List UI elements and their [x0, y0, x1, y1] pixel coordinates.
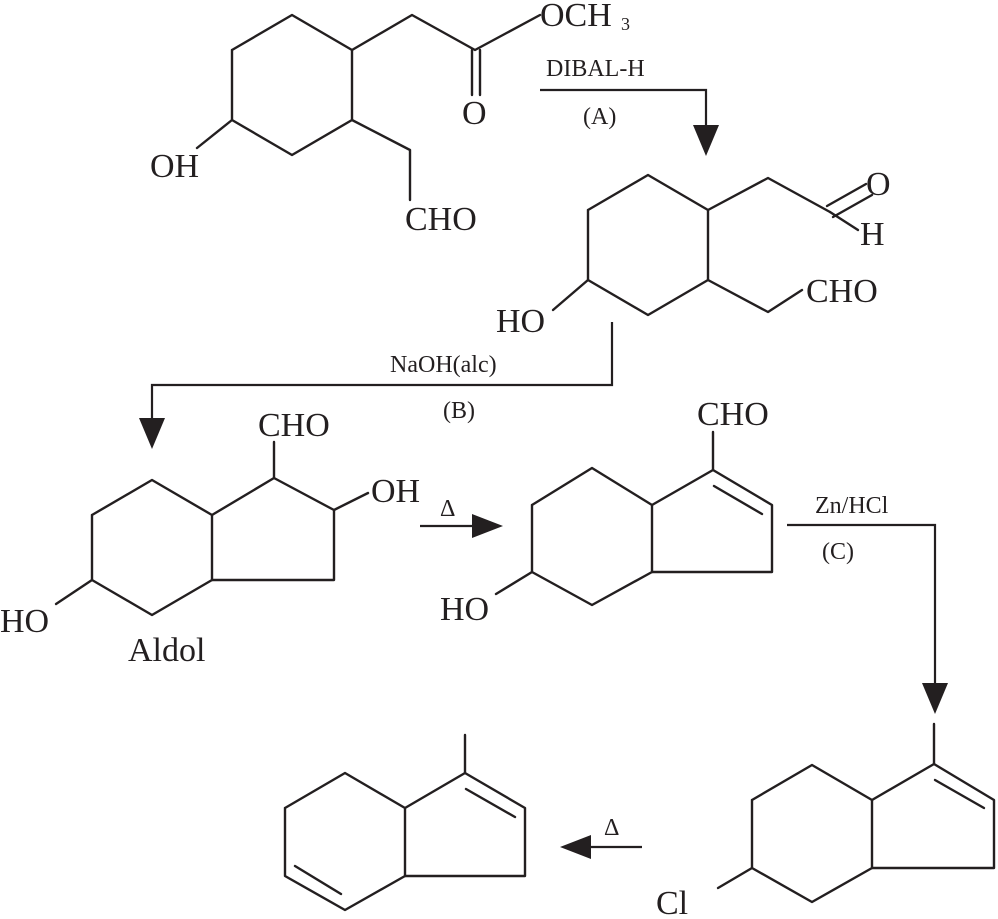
arrow-heat-1: Δ	[420, 496, 503, 538]
cho-label-4: CHO	[697, 396, 769, 433]
chloride-double-bond-inner	[933, 778, 986, 810]
aldehyde-side-chain	[350, 118, 412, 202]
dialdehyde-molecule: O H HO CHO	[496, 166, 891, 340]
starting-ester-molecule: OCH 3 O OH CHO	[150, 0, 630, 238]
heat-label-1: Δ	[440, 496, 455, 522]
aldol-oh-bond	[332, 491, 370, 512]
methoxy-label: OCH	[540, 0, 612, 34]
reagent-b-label: NaOH(alc)	[390, 352, 497, 378]
hydroxyl-bond-1	[195, 118, 234, 150]
product-six-ring	[283, 771, 407, 912]
heat-label-2: Δ	[604, 815, 619, 841]
arrow-a-line	[540, 88, 708, 128]
cho-label-1: CHO	[405, 201, 477, 238]
aldol-molecule: CHO OH HO Aldol	[0, 407, 420, 669]
carbonyl-oxygen-label: O	[462, 95, 487, 132]
arrow-a-head	[693, 125, 719, 156]
aldehyde-co-bond-b	[831, 193, 874, 219]
hydroxyl-label-1: OH	[150, 148, 199, 185]
product-ring-double-bond-inner	[293, 864, 343, 896]
arrow-heat-1-head	[472, 514, 503, 538]
enal-six-ring	[530, 466, 654, 607]
enal-ho-bond	[494, 570, 534, 596]
product-five-ring	[403, 771, 527, 878]
chloride-five-ring	[870, 762, 996, 870]
arrow-step-c: Zn/HCl (C)	[787, 493, 948, 714]
enal-five-ring	[650, 468, 774, 574]
enal-double-bond-inner	[712, 484, 764, 516]
hydroxyl-label-4: HO	[440, 591, 489, 628]
reagent-c-tag: (C)	[822, 539, 854, 565]
aldehyde-chain-2a	[706, 176, 832, 214]
aldehyde-chain-2b	[706, 278, 804, 314]
cho-label-3: CHO	[258, 407, 330, 444]
hydroxyl-bond-2	[551, 278, 590, 312]
arrow-c-line	[787, 523, 937, 685]
enal-molecule: CHO HO	[440, 396, 774, 628]
arrow-b-head	[139, 418, 165, 449]
arrow-c-head	[922, 683, 948, 714]
aldol-caption: Aldol	[128, 632, 205, 669]
aldehyde-co-bond-a	[825, 182, 868, 208]
reagent-c-label: Zn/HCl	[815, 493, 889, 519]
methoxy-subscript: 3	[621, 14, 630, 34]
chlorine-label: Cl	[656, 885, 688, 919]
reagent-b-tag: (B)	[443, 398, 475, 424]
aldol-ho-bond	[54, 578, 94, 606]
arrow-b-line	[150, 322, 614, 420]
arrow-step-b: NaOH(alc) (B)	[139, 322, 614, 449]
aldehyde-ch-bond	[828, 210, 860, 232]
chloride-six-ring	[750, 763, 874, 904]
chloride-cl-bond	[716, 866, 754, 890]
hydroxyl-label-3a: OH	[371, 473, 420, 510]
diene-product-molecule	[283, 733, 527, 912]
aldehyde-hydrogen-label: H	[860, 216, 885, 253]
cyclohexane-ring-2	[586, 173, 710, 317]
arrow-heat-2: Δ	[560, 815, 642, 859]
cho-label-2: CHO	[806, 273, 878, 310]
arrow-heat-2-head	[560, 835, 591, 859]
aldol-five-ring	[210, 476, 336, 582]
ester-side-chain	[350, 13, 542, 52]
chloride-molecule: Cl	[656, 722, 996, 919]
arrow-step-a: DIBAL-H (A)	[540, 56, 719, 156]
cyclohexane-ring-1	[230, 13, 354, 157]
aldol-six-ring	[90, 478, 214, 617]
reagent-a-tag: (A)	[583, 104, 616, 130]
hydroxyl-label-2: HO	[496, 303, 545, 340]
hydroxyl-label-3b: HO	[0, 603, 49, 640]
aldehyde-oxygen-label: O	[866, 166, 891, 203]
product-double-bond-inner	[464, 787, 517, 819]
reagent-a-label: DIBAL-H	[546, 56, 645, 82]
